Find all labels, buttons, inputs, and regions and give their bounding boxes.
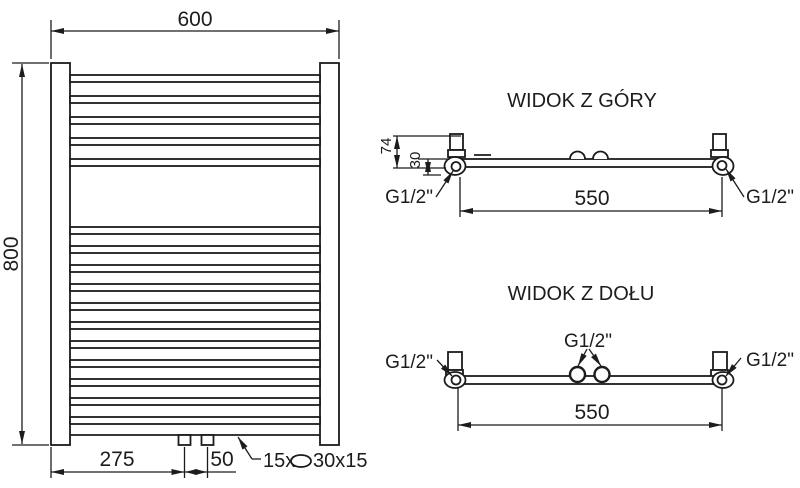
dim-centers-label: 550 — [574, 401, 609, 424]
end-port — [443, 156, 467, 176]
thread-callout-left: G1/2" — [385, 352, 453, 377]
dim-tube-label: 30 — [407, 152, 424, 169]
thread-label: G1/2" — [385, 187, 433, 208]
collector-bar — [454, 158, 726, 168]
radiator-rung — [69, 378, 321, 387]
radiator-rung — [69, 226, 321, 235]
connection-stub — [200, 434, 215, 446]
radiator-rung — [69, 264, 321, 273]
oval-tube-icon — [290, 454, 312, 468]
dimension-connections: 275 50 — [50, 447, 236, 478]
dim-centers-label: 550 — [574, 187, 609, 210]
dimension-depth: 74 — [378, 135, 461, 169]
thread-callout-right: G1/2" — [725, 168, 794, 208]
wall-bracket — [447, 351, 463, 371]
radiator-rung — [69, 283, 321, 292]
center-port-bump — [569, 150, 586, 160]
wall-bracket — [712, 133, 727, 151]
tube-size-label: 30x15 — [313, 450, 368, 472]
end-port — [711, 371, 735, 389]
radiator-rung — [69, 302, 321, 311]
dimension-port-centers-bottom: 550 — [457, 388, 723, 431]
center-port-bump — [592, 150, 609, 160]
thread-port — [716, 374, 728, 386]
thread-label: G1/2" — [385, 352, 433, 373]
thread-callout-left: G1/2" — [385, 170, 454, 208]
connection-stub — [177, 434, 192, 446]
radiator-rung — [69, 397, 321, 406]
center-port — [593, 365, 611, 384]
top-view-title: WIDOK Z GÓRY — [507, 89, 657, 112]
end-port — [443, 371, 467, 389]
bottom-view: WIDOK Z DOŁU G1/2" G1/2" G1/2" — [385, 283, 794, 431]
thread-port — [450, 374, 462, 386]
radiator-rung — [69, 340, 321, 349]
dim-spacing-label: 50 — [210, 448, 233, 471]
thread-port — [450, 161, 462, 172]
front-view: 600 800 275 50 15x 30x15 — [0, 8, 368, 478]
thread-label: G1/2" — [564, 331, 612, 352]
dimension-width: 600 — [50, 8, 340, 59]
dimension-tube-depth: 30 — [407, 152, 450, 176]
center-port — [568, 365, 587, 384]
dim-depth-label: 74 — [378, 138, 395, 155]
bottom-view-title: WIDOK Z DOŁU — [508, 283, 655, 305]
top-view: WIDOK Z GÓRY 74 30 — [378, 89, 794, 217]
radiator-rung — [69, 245, 321, 254]
radiator-rung — [69, 95, 321, 104]
thread-label: G1/2" — [746, 187, 794, 208]
thread-callout-center: G1/2" — [564, 331, 612, 367]
radiator-rail-right — [319, 62, 340, 446]
dimension-port-centers-top: 550 — [459, 177, 723, 217]
thread-callout-right: G1/2" — [725, 350, 794, 377]
dim-height-label: 800 — [0, 236, 23, 271]
radiator-rung — [69, 74, 321, 83]
collector-bar — [454, 375, 726, 385]
dim-width-label: 600 — [177, 8, 212, 31]
radiator-rung — [69, 137, 321, 146]
radiator-rung — [69, 321, 321, 330]
thread-port — [716, 160, 728, 171]
radiator-rung — [69, 116, 321, 125]
wall-bracket-foot — [447, 149, 466, 158]
end-port — [711, 156, 735, 176]
radiator-rail-left — [50, 62, 71, 446]
thread-label: G1/2" — [746, 350, 794, 371]
radiator-rung — [69, 416, 321, 425]
tube-count-label: 15x — [263, 450, 295, 472]
wall-bracket-foot — [710, 149, 729, 158]
radiator-rung — [69, 158, 321, 167]
dimension-height: 800 — [0, 62, 49, 446]
dim-offset-label: 275 — [99, 448, 134, 471]
wall-bracket — [712, 351, 728, 371]
tube-spec-callout: 15x 30x15 — [237, 436, 368, 472]
radiator-rung — [69, 359, 321, 368]
